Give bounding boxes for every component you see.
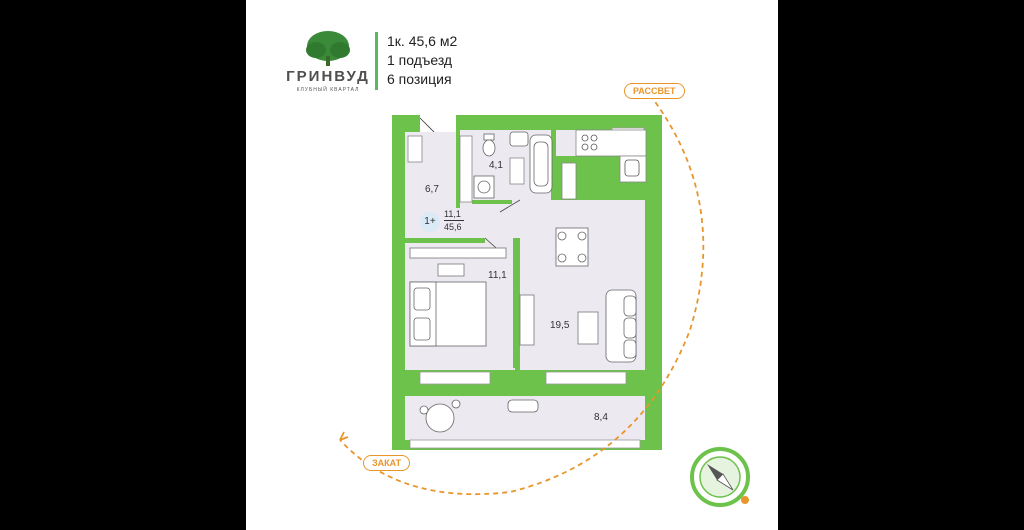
dining-table-icon	[555, 227, 589, 267]
sink-icon	[624, 159, 640, 177]
apartment-type-area: 1к. 45,6 м2	[387, 33, 458, 49]
sun-icon	[741, 496, 749, 504]
compass-icon	[690, 447, 750, 507]
stove-icon	[581, 134, 598, 151]
room-area-hall: 6,7	[425, 184, 439, 195]
round-table-icon	[419, 399, 461, 433]
apartment-position: 6 позиция	[387, 71, 452, 87]
room-area-bedroom: 11,1	[488, 270, 507, 281]
brand-tagline: КЛУБНЫЙ КВАРТАЛ	[296, 87, 360, 93]
kitchen-counter	[575, 129, 647, 183]
tree-icon	[306, 31, 350, 66]
sun-path	[339, 94, 705, 496]
wardrobe	[407, 135, 423, 163]
apartment-type-badge: 1+	[420, 212, 440, 232]
apartment-entrance: 1 подъезд	[387, 52, 453, 68]
sink-bath-icon	[509, 131, 529, 147]
coffee-table	[577, 311, 599, 345]
bath-cabinet	[509, 157, 525, 185]
balcony-bench	[507, 399, 539, 413]
bathtub-icon	[529, 134, 553, 194]
entrance-notch	[420, 115, 456, 135]
badge-living-area: 11,1	[444, 209, 461, 219]
sunset-label: ЗАКАТ	[363, 455, 411, 471]
room-area-balcony: 8,4	[594, 412, 608, 423]
badge-total-area: 45,6	[444, 222, 462, 232]
bed-icon	[409, 281, 487, 347]
sofa-icon	[605, 289, 637, 363]
room-area-bath: 4,1	[489, 160, 503, 171]
toilet-icon	[482, 133, 496, 157]
nightstand	[437, 263, 465, 277]
sunrise-label: РАССВЕТ	[624, 83, 685, 99]
tv-stand	[519, 294, 535, 346]
bedroom-wardrobe	[409, 247, 507, 259]
badge-divider	[444, 220, 464, 221]
washing-machine-icon	[473, 175, 495, 199]
shelf	[459, 135, 473, 203]
room-area-living: 19,5	[550, 320, 570, 331]
brand-name: ГРИНВУД	[286, 68, 370, 85]
fridge	[561, 162, 577, 200]
header-divider	[375, 32, 378, 90]
